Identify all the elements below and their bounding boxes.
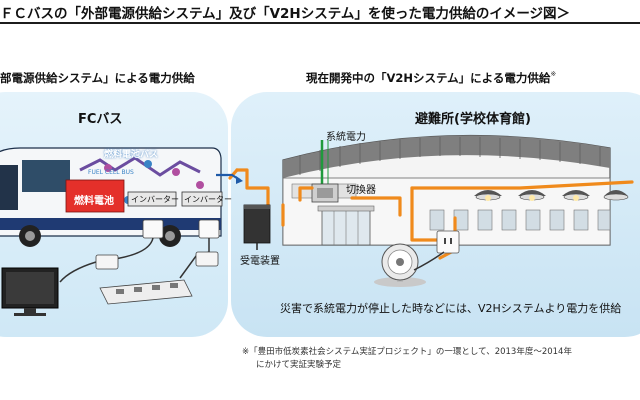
footnote-line-1: ※「豊田市低炭素社会システム実証プロジェクト」の一環として、2013年度〜201… (242, 347, 572, 357)
fuel-cell-block (65, 179, 125, 213)
inverter-box-1 (127, 191, 177, 207)
switch-label: 切換器 (346, 185, 376, 196)
inverter-label-1: インバーター (131, 195, 179, 204)
left-section-heading: 部電源供給システム」による電力供給 (0, 71, 195, 85)
heading-note-mark: ※ (550, 70, 557, 78)
bus-outlet-2 (198, 219, 220, 239)
right-section-heading-text: 現在開発中の「V2Hシステム」による電力供給 (306, 71, 551, 85)
bus-side-subtext: FUEL CELL BUS (88, 169, 134, 176)
floor-outlet-icons (95, 251, 219, 270)
grid-power-line (320, 140, 329, 190)
right-section-heading: 現在開発中の「V2Hシステム」による電力供給※ (306, 70, 556, 86)
inverter-label-2: インバーター (184, 195, 232, 204)
electric-fan-icon (374, 243, 426, 287)
television-icon (1, 267, 59, 316)
fuel-cell-label: 燃料電池 (74, 196, 114, 207)
switch-box-icon (311, 183, 339, 203)
receiver-label: 受電装置 (240, 256, 280, 267)
shelter-label: 避難所(学校体育館) (415, 112, 531, 127)
shelter-building-icon (282, 134, 611, 246)
orange-cables (228, 168, 634, 260)
power-strip-icon (99, 279, 193, 305)
grid-power-label: 系統電力 (326, 132, 366, 143)
title-rule (0, 22, 640, 24)
shelter-outlet-icon (436, 230, 460, 254)
fc-bus-label: FCバス (78, 112, 123, 127)
ceiling-lamp-icons (474, 190, 629, 201)
inverter-box-2 (181, 191, 223, 207)
v2h-callout: 災害で系統電力が停止した時などには、V2Hシステムより電力を供給 (280, 302, 622, 315)
bus-power-cords (59, 237, 210, 283)
bus-side-text: 燃料電池バス (104, 150, 159, 160)
footnote-line-2: にかけて実証実験予定 (256, 360, 342, 370)
fc-bus-icon (0, 147, 243, 247)
bus-outlet-1 (142, 219, 164, 239)
receiver-unit-icon (243, 204, 271, 244)
diagram-title: ＦＣバスの「外部電源供給システム」及び「V2Hシステム」を使った電力供給のイメー… (0, 6, 571, 22)
